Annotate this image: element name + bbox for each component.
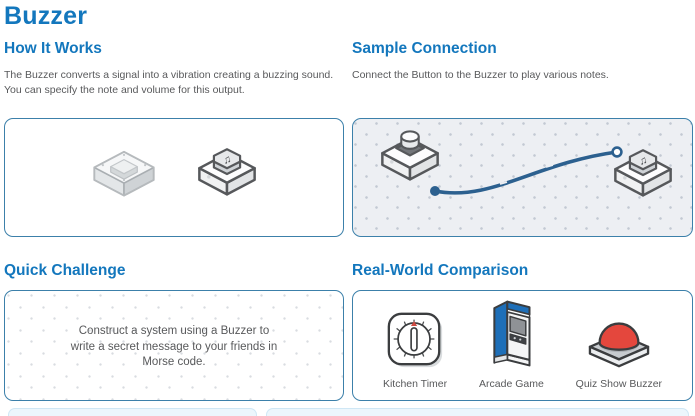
section-sample-connection: Sample Connection Connect the Button to … — [352, 30, 693, 237]
arcade-screen — [509, 315, 527, 337]
buzzer-illustration: ♫ — [198, 148, 256, 196]
bottom-row: Quick Challenge Construct a system using… — [4, 237, 693, 402]
sample-connection-heading: Sample Connection — [352, 40, 497, 57]
page-title: Buzzer — [4, 2, 88, 30]
connection-wire — [430, 145, 623, 196]
quiz-show-buzzer-icon — [588, 322, 650, 368]
section-quick-challenge: Quick Challenge Construct a system using… — [4, 237, 344, 402]
quick-challenge-body: Construct a system using a Buzzer to wri… — [70, 325, 278, 369]
real-world-label: Kitchen Timer — [382, 378, 448, 391]
music-note-icon: ♫ — [222, 153, 233, 167]
buzzer-block: ♫ — [614, 148, 672, 197]
arcade-game-icon — [493, 300, 531, 367]
button-block — [381, 129, 439, 181]
speaker-hole — [207, 175, 211, 179]
real-world-item-kitchen-timer: Kitchen Timer — [383, 309, 447, 390]
how-it-works-body: The Buzzer converts a signal into a vibr… — [4, 68, 334, 96]
real-world-item-quiz-show-buzzer: Quiz Show Buzzer — [576, 309, 662, 390]
real-world-label: Arcade Game — [479, 378, 544, 391]
next-row-preview-left — [8, 408, 257, 416]
section-how-it-works: How It Works The Buzzer converts a signa… — [4, 30, 344, 237]
svg-text:♫: ♫ — [638, 154, 649, 168]
real-world-label: Quiz Show Buzzer — [575, 378, 663, 391]
sample-connection-canvas: ♫ — [352, 117, 693, 237]
red-dome — [598, 322, 640, 352]
real-world-item-arcade-game: Arcade Game — [479, 297, 544, 390]
buzzer-photo — [93, 150, 155, 197]
wire-start-dot — [430, 185, 440, 196]
quick-challenge-panel: Construct a system using a Buzzer to wri… — [4, 290, 344, 402]
section-real-world-comparison: Real-World Comparison — [352, 237, 693, 402]
how-it-works-panel: ♫ — [4, 117, 344, 237]
how-it-works-heading: How It Works — [4, 40, 102, 57]
kitchen-timer-icon — [387, 312, 443, 368]
sample-connection-body: Connect the Button to the Buzzer to play… — [352, 68, 609, 81]
quick-challenge-heading: Quick Challenge — [4, 261, 126, 279]
real-world-comparison-heading: Real-World Comparison — [352, 261, 529, 279]
real-world-comparison-panel: Kitchen Timer — [352, 290, 693, 402]
timer-pointer — [410, 321, 418, 327]
next-row-preview-right — [266, 408, 689, 416]
wire-end-ring — [611, 145, 623, 158]
top-row: How It Works The Buzzer converts a signa… — [4, 30, 693, 237]
